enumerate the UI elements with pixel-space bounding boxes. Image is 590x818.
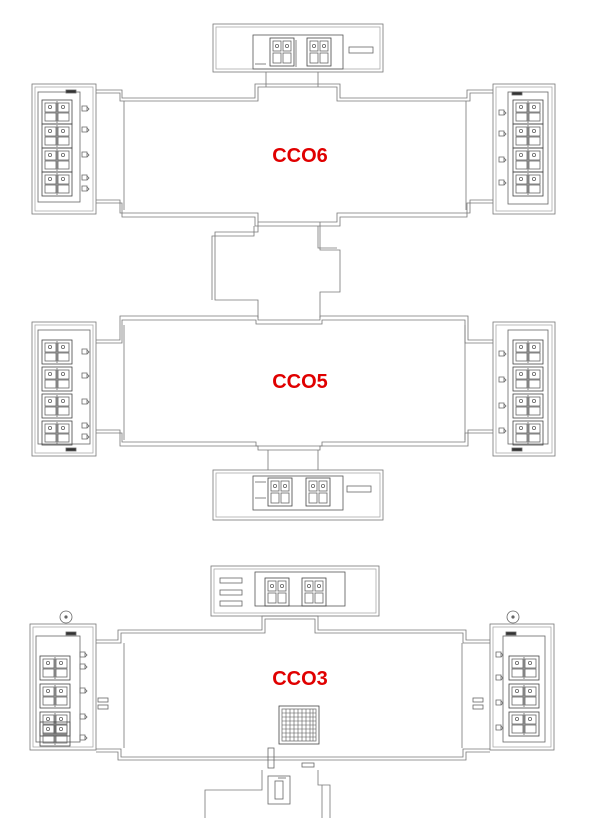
- cco3-top-connector-box: [210, 565, 380, 617]
- cco5-left-panel: [31, 321, 97, 457]
- cco6-label: CCO6: [272, 145, 328, 167]
- cco6-right-panel: [492, 83, 556, 215]
- cco6-group: CCO6: [31, 23, 556, 227]
- cco6-top-connector-box: [212, 23, 384, 73]
- cco3-group: CCO3: [29, 565, 555, 818]
- cco5-bottom-connector-box: [212, 469, 384, 521]
- cco3-label: CCO3: [272, 668, 328, 690]
- cco3-right-panel: [472, 623, 555, 751]
- cco6-room-outline: [96, 72, 493, 227]
- cco3-ceiling-markers: [59, 610, 520, 624]
- cco3-equipment-rack: [278, 705, 320, 745]
- cco3-door-fixture: [267, 747, 315, 805]
- cco5-room-outline: [96, 315, 493, 470]
- cco6-left-panel: [31, 83, 97, 215]
- corridor-cco6-cco5: [211, 222, 341, 318]
- cco3-room-outline: [96, 615, 490, 818]
- cco5-label: CCO5: [272, 371, 328, 393]
- cco5-group: CCO5: [31, 315, 556, 521]
- cco3-left-panel: [29, 623, 109, 751]
- cco5-right-panel: [492, 321, 556, 457]
